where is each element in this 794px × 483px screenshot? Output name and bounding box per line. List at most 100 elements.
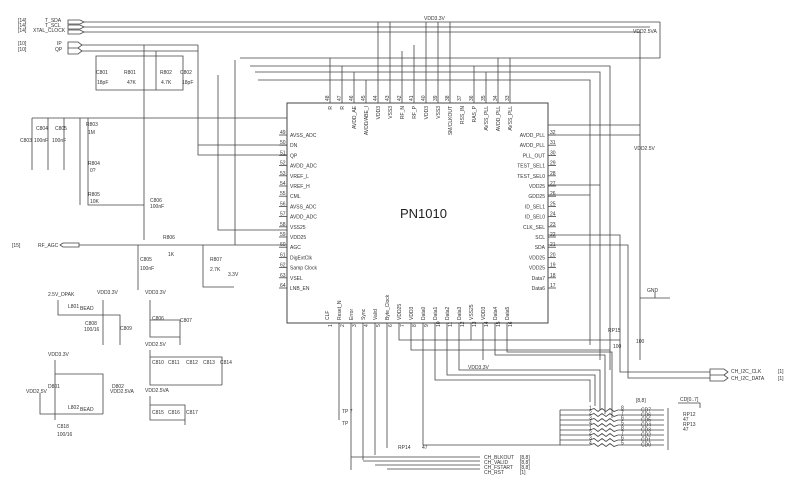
resistor-zigzag bbox=[589, 443, 619, 447]
net-3v3: 3.3V bbox=[228, 272, 239, 278]
pin-label: AVSS_PLL bbox=[508, 106, 514, 131]
pin-label: AVDD_AE bbox=[352, 105, 358, 129]
val-R806: 1K bbox=[168, 252, 175, 258]
pin-number: 31 bbox=[550, 140, 556, 146]
bus-net: CD3 bbox=[641, 428, 651, 434]
pin-label: ID_SEL1 bbox=[525, 204, 545, 210]
pin-number: 5 bbox=[376, 324, 382, 327]
val-L801: BEAD bbox=[80, 306, 94, 312]
pin-number: 41 bbox=[409, 95, 415, 101]
pin-number: 34 bbox=[493, 95, 499, 101]
ref-D801: D801 bbox=[48, 384, 60, 390]
pin-label: AGC bbox=[290, 245, 301, 251]
pin-number: 12 bbox=[460, 321, 466, 327]
pin-label: Data5 bbox=[505, 306, 511, 320]
ref-C811: C811 bbox=[168, 360, 180, 366]
pin-label: RAS_P bbox=[472, 105, 478, 122]
bus-port-name: CH_FSTART bbox=[484, 465, 513, 471]
pin-number: 23 bbox=[550, 222, 556, 228]
pin-label: PLL_OUT bbox=[523, 153, 545, 159]
pack-pin: 3 bbox=[589, 416, 592, 422]
pin-number: 49 bbox=[280, 130, 286, 136]
pin-label: Byte_Clock bbox=[385, 294, 391, 320]
bus-port-ref: [8,8] bbox=[520, 455, 530, 461]
pin-label: Data2 bbox=[445, 306, 451, 320]
pin-number: 33 bbox=[505, 95, 511, 101]
bus-net: CD7 bbox=[641, 408, 651, 414]
pin-label: Data6 bbox=[532, 286, 546, 292]
pin-label: VREF_H bbox=[290, 184, 310, 190]
pin-label: VDD3 bbox=[424, 106, 430, 120]
bus-port-ref: [1] bbox=[520, 470, 526, 476]
pin-number: 1 bbox=[328, 324, 334, 327]
ref-RP15: RP15 bbox=[608, 328, 621, 334]
pin-number: 52 bbox=[280, 161, 286, 167]
pin-label: VDD3 bbox=[409, 306, 415, 320]
pack-pin: 5 bbox=[621, 421, 624, 427]
pack-pin: 2 bbox=[589, 411, 592, 417]
pin-label: Reset_N bbox=[337, 300, 343, 320]
pin-label: VDD3 bbox=[481, 306, 487, 320]
val-C806: 100nF bbox=[150, 204, 164, 210]
bus-range: [8,8] bbox=[636, 398, 646, 404]
pin-number: 38 bbox=[445, 95, 451, 101]
i2c-port-ref: [1] bbox=[778, 369, 784, 375]
val-C806b: 100nF bbox=[140, 266, 154, 272]
ref-TP7: TP 7 bbox=[342, 409, 353, 415]
pin-number: 64 bbox=[280, 283, 286, 289]
val-C801: 18pF bbox=[97, 80, 108, 86]
pin-number: 32 bbox=[550, 130, 556, 136]
pack-pin: 2 bbox=[589, 431, 592, 437]
rf-agc-ref: [15] bbox=[12, 243, 21, 249]
bus-net: CD0 bbox=[641, 443, 651, 449]
pin-label: VSS3 bbox=[388, 106, 394, 119]
pin-number: 19 bbox=[550, 263, 556, 269]
rail-vdd33-bottom: VDD3.3V bbox=[468, 365, 490, 371]
pack-pin: 3 bbox=[589, 436, 592, 442]
pin-number: 47 bbox=[337, 95, 343, 101]
pin-label: Sync bbox=[361, 308, 367, 320]
val-R801: 47K bbox=[127, 80, 137, 86]
pin-number: 54 bbox=[280, 181, 286, 187]
resistor-zigzag bbox=[589, 423, 619, 427]
pin-label: AVDD_PLL bbox=[520, 143, 545, 149]
val-C808: 100/16 bbox=[84, 327, 100, 333]
pin-number: 3 bbox=[352, 324, 358, 327]
pin-number: 6 bbox=[388, 324, 394, 327]
chip-name: PN1010 bbox=[400, 206, 447, 221]
pin-number: 11 bbox=[448, 322, 454, 327]
pin-number: 27 bbox=[550, 181, 556, 187]
pin-label: AVDD_ADC bbox=[290, 215, 317, 221]
pack-pin: 8 bbox=[621, 426, 624, 432]
val-R804: 0? bbox=[90, 168, 96, 174]
pin-label: AVSS_PLL bbox=[484, 106, 490, 131]
pin-label: Samp Clock bbox=[290, 266, 317, 272]
bus-port-name: CH_RST bbox=[484, 470, 504, 476]
pin-label: VSS25 bbox=[469, 304, 475, 320]
ref-C803: C803 bbox=[20, 138, 32, 144]
val-R803: 1M bbox=[88, 130, 95, 136]
rail-vdd33c: VDD3.3V bbox=[48, 352, 70, 358]
ref-R807: R807 bbox=[210, 257, 222, 263]
port-name: QP bbox=[55, 47, 63, 53]
ref-C806b: C805 bbox=[140, 257, 152, 263]
pack-pin: 1 bbox=[589, 426, 592, 432]
net-dpak: 2.5V_DPAK bbox=[48, 292, 75, 298]
pack-val: 47 bbox=[683, 427, 689, 433]
pin-label: VSS3 bbox=[436, 106, 442, 119]
pin-number: 4 bbox=[364, 324, 370, 327]
pin-label: VREF_L bbox=[290, 174, 309, 180]
pin-label: R bbox=[328, 106, 334, 110]
pin-label: AVSS_ADC bbox=[290, 204, 317, 210]
pin-label: Valid bbox=[373, 309, 379, 320]
bus-net: CD4 bbox=[641, 423, 651, 429]
pin-number: 37 bbox=[457, 95, 463, 101]
rail-vdd33-top: VDD3.3V bbox=[424, 16, 446, 22]
bus-port-ref: [8,8] bbox=[520, 465, 530, 471]
rail-vdd25-top: VDD2.5VA bbox=[633, 29, 657, 35]
ref-R804: R804 bbox=[88, 161, 100, 167]
bus-ports: CH_BLKOUT [8,8] CH_VALID [8,8] CH_FSTART… bbox=[484, 455, 530, 476]
pin-label: VSEL bbox=[290, 276, 303, 282]
pack-pin: 4 bbox=[589, 421, 592, 427]
pin-number: 24 bbox=[550, 212, 556, 218]
